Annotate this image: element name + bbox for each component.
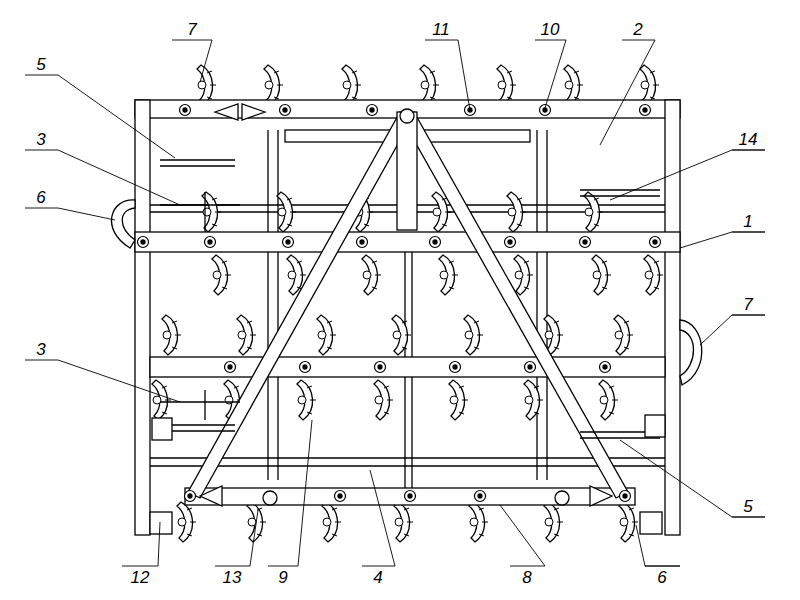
callout-number: 13 [223,568,242,588]
callout-number: 2 [633,20,642,40]
callout-number: 6 [36,188,45,208]
callout-number: 5 [743,497,752,517]
callout-number: 10 [541,20,560,40]
callout-number: 5 [36,55,45,75]
callout-number: 11 [432,20,450,40]
callout-number: 7 [743,295,752,315]
callout-number: 7 [187,20,196,40]
callout-number: 4 [373,568,382,588]
callout-number: 12 [131,568,150,588]
callout-number: 14 [739,130,758,150]
callout-number: 3 [36,340,45,360]
callout-number: 6 [657,568,666,588]
leader-lines [25,40,765,566]
callout-number: 1 [743,212,752,232]
callout-number: 8 [522,568,531,588]
harrow-frame [111,65,701,542]
callout-number: 9 [278,568,287,588]
callout-number: 3 [36,130,45,150]
